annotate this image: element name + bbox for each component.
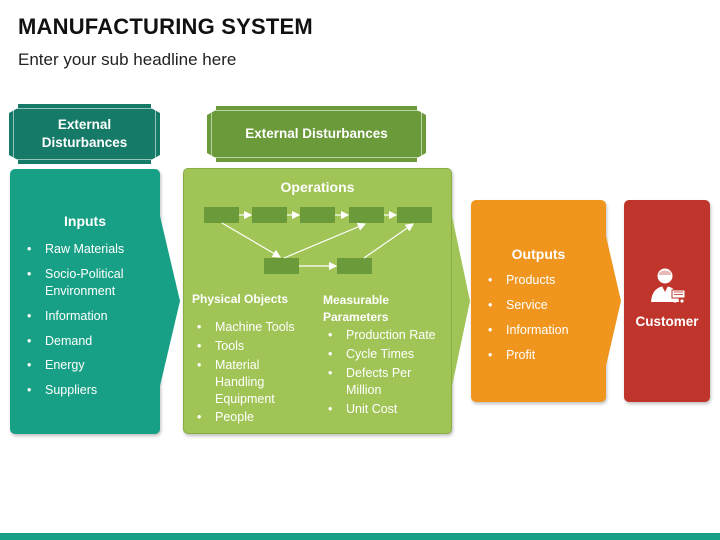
external-disturbances-banner-center: External Disturbances [207,106,426,162]
list-item: Defects Per Million [320,365,418,399]
list-item: Machine Tools [189,319,314,336]
list-item: Suppliers [19,382,157,399]
process-flow-diagram [204,207,432,274]
physical-objects-heading: Physical Objects [192,292,289,306]
process-step-box [252,207,287,223]
external-disturbances-banner-left: External Disturbances [9,104,160,164]
list-item: Profit [480,347,605,364]
customer-cart-icon [651,268,686,303]
list-item: Demand [19,333,157,350]
customer-label: Customer [635,314,699,329]
chevron-right-icon [160,216,180,386]
operations-panel: Operations Physical Objects Machine Tool… [183,168,452,434]
process-step-box [337,258,372,274]
process-step-box [264,258,299,274]
inputs-heading: Inputs [64,213,106,229]
list-item: Service [480,297,605,314]
process-step-box [204,207,239,223]
list-item: Production Rate [320,327,450,344]
customer-panel: Customer [624,200,710,402]
banner-center-label: External Disturbances [245,125,388,141]
inputs-panel: Inputs Raw Materials Socio-Political Env… [10,169,160,434]
footer-bar [0,533,720,540]
physical-objects-list: Machine Tools Tools Material Handling Eq… [189,319,314,428]
measurable-parameters-list: Production Rate Cycle Times Defects Per … [320,327,450,419]
list-item: Material Handling Equipment [189,357,275,408]
operations-heading: Operations [280,179,355,195]
list-item: Tools [189,338,314,355]
banner-left-label: External Disturbances [41,116,128,150]
outputs-panel: Outputs Products Service Information Pro… [471,200,606,402]
list-item: Cycle Times [320,346,450,363]
page-subtitle: Enter your sub headline here [18,50,237,69]
chevron-right-icon [452,216,470,386]
list-item: Unit Cost [320,401,450,418]
list-item: Products [480,272,605,289]
process-step-box [349,207,384,223]
outputs-list: Products Service Information Profit [480,272,605,372]
list-item: Raw Materials [19,241,157,258]
page-title: MANUFACTURING SYSTEM [18,14,313,39]
chevron-right-icon [606,236,621,366]
list-item: Energy [19,357,157,374]
list-item: Socio-Political Environment [19,266,157,300]
list-item: Information [480,322,605,339]
process-step-box [397,207,432,223]
process-step-box [300,207,335,223]
outputs-heading: Outputs [511,246,566,262]
inputs-list: Raw Materials Socio-Political Environmen… [19,241,157,407]
list-item: Information [19,308,157,325]
list-item: People [189,409,314,426]
measurable-parameters-heading: Measurable Parameters [323,293,390,324]
